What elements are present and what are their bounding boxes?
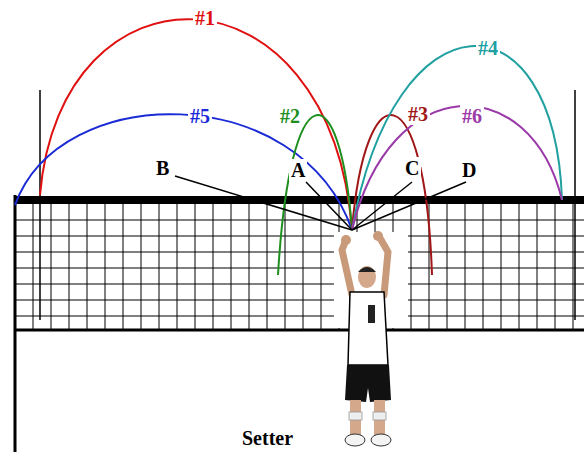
net-line <box>519 204 520 330</box>
net-line <box>105 204 106 330</box>
net-line <box>231 204 232 330</box>
net-line <box>213 204 214 330</box>
set-number: #2 <box>278 105 302 127</box>
net-line <box>15 316 584 317</box>
setter-label: Setter <box>240 427 295 449</box>
net-line <box>195 204 196 330</box>
net-line <box>69 204 70 330</box>
trajectory-3 <box>352 115 432 275</box>
leader-lines <box>175 176 466 230</box>
leader-line <box>352 182 412 230</box>
leader-line <box>352 182 466 230</box>
net-top-band <box>15 196 584 204</box>
net-line <box>321 204 322 330</box>
antenna <box>574 90 576 320</box>
callout-letter: B <box>154 157 171 179</box>
net-line <box>33 204 34 330</box>
set-number: #4 <box>476 37 500 59</box>
net-line <box>249 204 250 330</box>
net-post <box>14 195 17 452</box>
net-line <box>15 268 584 269</box>
setter-gap <box>334 232 408 328</box>
set-trajectories <box>15 19 562 275</box>
net-line <box>411 204 412 330</box>
net-line <box>15 252 584 253</box>
net-bottom <box>15 329 584 332</box>
set-number: #3 <box>406 103 430 125</box>
net-line <box>87 204 88 330</box>
net-line <box>15 284 584 285</box>
net-line <box>159 204 160 330</box>
net-line <box>447 204 448 330</box>
net-line <box>15 220 584 221</box>
callout-letter: D <box>460 159 478 181</box>
net-line <box>285 204 286 330</box>
net-line <box>555 204 556 330</box>
net-line <box>573 204 574 330</box>
trajectory-6 <box>352 106 562 230</box>
net-line <box>51 204 52 330</box>
set-number: #5 <box>188 105 212 127</box>
set-number: #1 <box>193 7 217 29</box>
net-line <box>177 204 178 330</box>
net-line <box>15 300 584 301</box>
net-line <box>141 204 142 330</box>
net-line <box>123 204 124 330</box>
net-grid <box>15 204 584 330</box>
net-line <box>15 236 584 237</box>
net-line <box>465 204 466 330</box>
leader-line <box>306 182 352 230</box>
antenna <box>39 90 41 320</box>
set-number: #6 <box>460 105 484 127</box>
net-line <box>267 204 268 330</box>
callout-letter: A <box>289 159 307 181</box>
net-line <box>303 204 304 330</box>
setter-figure <box>341 231 391 446</box>
trajectory-4 <box>352 46 562 230</box>
net-line <box>501 204 502 330</box>
callout-letter: C <box>403 157 421 179</box>
net-line <box>483 204 484 330</box>
leader-line <box>175 176 352 230</box>
net-line <box>537 204 538 330</box>
